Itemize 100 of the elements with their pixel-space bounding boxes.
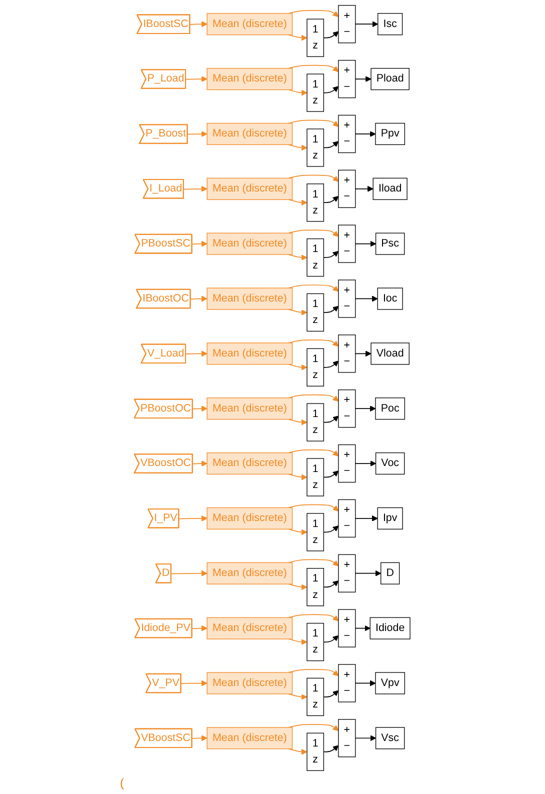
arrow (288, 230, 339, 237)
node-box: Mean (discrete) (207, 617, 293, 640)
arrow (288, 64, 339, 72)
arrow (355, 735, 376, 742)
node-box: 1 z (306, 348, 324, 386)
arrow (192, 240, 208, 247)
arrow (288, 474, 308, 480)
node-box: Voc (376, 452, 406, 475)
arrow (324, 745, 339, 752)
node-box: Mean (discrete) (207, 398, 293, 420)
node-box: 1 z (306, 513, 324, 552)
node-box: Mean (discrete) (207, 13, 293, 36)
node-box: + − (338, 114, 356, 154)
arrow (186, 76, 208, 82)
node-box: 1 z (306, 18, 324, 57)
arrow (288, 669, 339, 676)
arrow (355, 406, 376, 412)
arrow (192, 625, 208, 632)
arrow (190, 21, 208, 28)
arrow (355, 625, 371, 632)
arrow (355, 186, 374, 192)
arrow (178, 515, 208, 522)
arrow (192, 735, 208, 742)
node-box: 1 z (306, 238, 324, 277)
note-text: ( (120, 776, 124, 790)
node-box: 1 z (306, 458, 324, 496)
arrow (324, 635, 339, 642)
node-box: + − (338, 554, 356, 592)
node-box: + − (338, 390, 356, 428)
node-box: Pload (370, 68, 410, 90)
node-box: Ppv (375, 122, 406, 146)
node-box: Ioc (378, 288, 404, 310)
arrow (355, 680, 376, 686)
arrow (188, 131, 208, 137)
node-box: 1 z (306, 403, 324, 442)
node-box: + − (338, 224, 356, 263)
arrow (288, 614, 339, 622)
node-box: + − (338, 664, 356, 702)
arrow (324, 31, 339, 38)
arrow (355, 515, 378, 522)
node-box: Mean (discrete) (207, 68, 293, 90)
node-box: + − (338, 719, 356, 758)
node-box: Psc (376, 232, 405, 255)
arrow (190, 296, 208, 302)
arrow (355, 21, 378, 28)
arrow (288, 559, 339, 566)
node-box: + − (338, 5, 356, 44)
arrow (288, 418, 308, 426)
node-box: 1 z (306, 293, 324, 332)
arrow (288, 638, 308, 645)
arrow (288, 364, 308, 370)
arrow (288, 340, 339, 347)
node-box: Vsc (376, 727, 405, 750)
arrow (171, 570, 208, 576)
arrow (288, 144, 308, 151)
node-box: 1 z (306, 622, 324, 662)
arrow (288, 748, 308, 755)
node-box: 1 z (306, 184, 324, 222)
node-box: Ipv (378, 507, 404, 530)
arrow (288, 528, 308, 536)
node-box: Mean (discrete) (207, 288, 293, 310)
arrow (355, 76, 372, 82)
node-box: Vload (370, 342, 410, 365)
arrow (192, 406, 208, 412)
node-box: Isc (378, 13, 403, 36)
arrow (355, 570, 382, 576)
arrow (180, 680, 208, 686)
arrow (186, 350, 208, 357)
node-box: 1 z (306, 568, 324, 606)
node-box: + − (338, 280, 356, 318)
node-box: + − (338, 60, 356, 98)
node-box: Mean (discrete) (207, 342, 293, 365)
arrow (324, 250, 339, 258)
arrow (288, 394, 339, 402)
node-box: 1 z (306, 732, 324, 771)
arrow (288, 34, 308, 41)
node-box: Mean (discrete) (207, 507, 293, 530)
arrow (324, 196, 339, 204)
node-box: + − (338, 499, 356, 538)
node-box: Mean (discrete) (207, 452, 293, 475)
node-box: + − (338, 609, 356, 648)
node-box: Mean (discrete) (207, 122, 293, 146)
node-box: Mean (discrete) (207, 672, 293, 694)
node-box: + − (338, 444, 356, 483)
arrow (324, 690, 339, 698)
arrow (288, 504, 339, 512)
arrow (324, 360, 339, 368)
arrow (288, 284, 339, 292)
node-box: 1 z (306, 678, 324, 716)
arrow (355, 350, 372, 357)
arrow (288, 449, 339, 456)
node-box: Iload (373, 178, 408, 200)
arrow (288, 89, 308, 96)
arrow (288, 120, 339, 127)
arrow (355, 460, 376, 466)
node-box: Mean (discrete) (207, 178, 293, 200)
arrow (288, 309, 308, 316)
arrow (324, 141, 339, 148)
node-box: 1 z (306, 74, 324, 112)
arrow (288, 254, 308, 260)
